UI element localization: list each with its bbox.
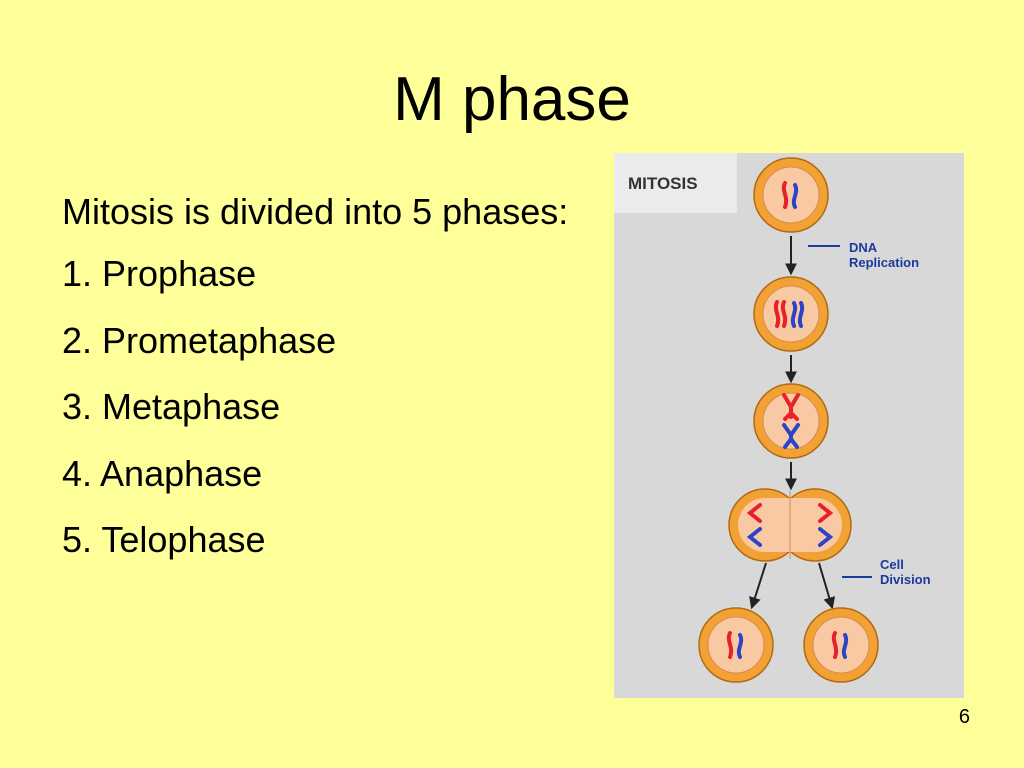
slide-body: Mitosis is divided into 5 phases: 1. Pro… [62, 190, 592, 585]
cell-division-label: Cell Division [880, 557, 931, 587]
arrow [818, 562, 836, 610]
cell-replicated [753, 276, 829, 352]
dna-replication-label-line1: DNA [849, 240, 878, 255]
diagram-heading: MITOSIS [628, 174, 698, 193]
cell-interphase [753, 157, 829, 233]
mitosis-diagram: MITOSIS DNA Replication [614, 153, 964, 698]
cell-division-label-line2: Division [880, 572, 931, 587]
dna-replication-label: DNA Replication [849, 240, 919, 270]
dna-replication-label-line2: Replication [849, 255, 919, 270]
daughter-cell-right [803, 607, 879, 683]
list-item: 3. Metaphase [62, 386, 281, 427]
intro-bullet: Mitosis is divided into 5 phases: [62, 191, 569, 232]
slide-number: 6 [958, 706, 970, 728]
slide-title: M phase [393, 65, 631, 134]
list-item: 4. Anaphase [62, 452, 263, 494]
phase-list: 1. Prophase 2. Prometaphase 3. Metaphase… [62, 252, 592, 562]
cell-division-label-line1: Cell [880, 557, 904, 572]
cell-dividing [728, 488, 852, 562]
list-item: 2. Prometaphase [62, 319, 337, 361]
diagram-heading-tab [614, 153, 737, 213]
list-item: 5. Telophase [62, 519, 266, 560]
cell-metaphase [753, 383, 829, 459]
list-item: 1. Prophase [62, 253, 257, 294]
arrow [749, 562, 767, 610]
daughter-cell-left [698, 607, 774, 683]
